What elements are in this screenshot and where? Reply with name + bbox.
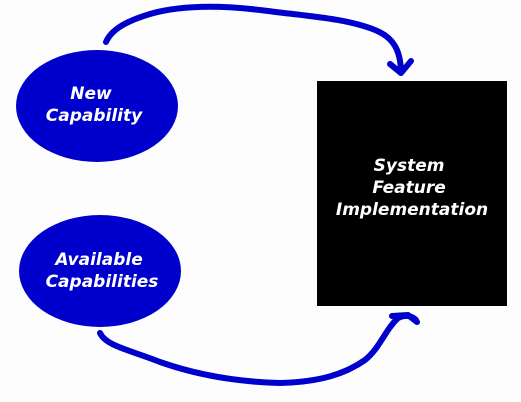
arrow-available-to-system-shaft — [97, 312, 419, 386]
system-feature-label-line-3: Implementation — [336, 200, 488, 220]
new-capability-label-line-1: New — [70, 84, 112, 104]
node-new-capability: New Capability — [16, 50, 178, 162]
system-feature-box — [317, 81, 507, 306]
node-available-capabilities: Available Capabilities — [19, 215, 181, 327]
system-feature-label-line-2: Feature — [372, 178, 445, 198]
arrow-available-to-system-head — [389, 312, 420, 325]
new-capability-label: New Capability — [46, 84, 143, 126]
arrow-new-to-system-head — [387, 58, 414, 76]
available-capabilities-label: Available Capabilities — [46, 250, 159, 292]
new-capability-ellipse — [16, 50, 178, 162]
system-feature-label-line-1: System — [374, 156, 445, 176]
arrow-available-to-system — [97, 312, 420, 386]
available-capabilities-label-line-2: Capabilities — [46, 272, 159, 292]
system-feature-label: System Feature Implementation — [336, 156, 488, 220]
node-system-feature-implementation: System Feature Implementation — [317, 81, 507, 306]
new-capability-label-line-2: Capability — [46, 106, 143, 126]
available-capabilities-label-line-1: Available — [53, 250, 142, 270]
available-capabilities-ellipse — [19, 215, 181, 327]
arrow-new-to-system — [103, 3, 414, 76]
arrow-new-to-system-shaft — [103, 3, 404, 73]
